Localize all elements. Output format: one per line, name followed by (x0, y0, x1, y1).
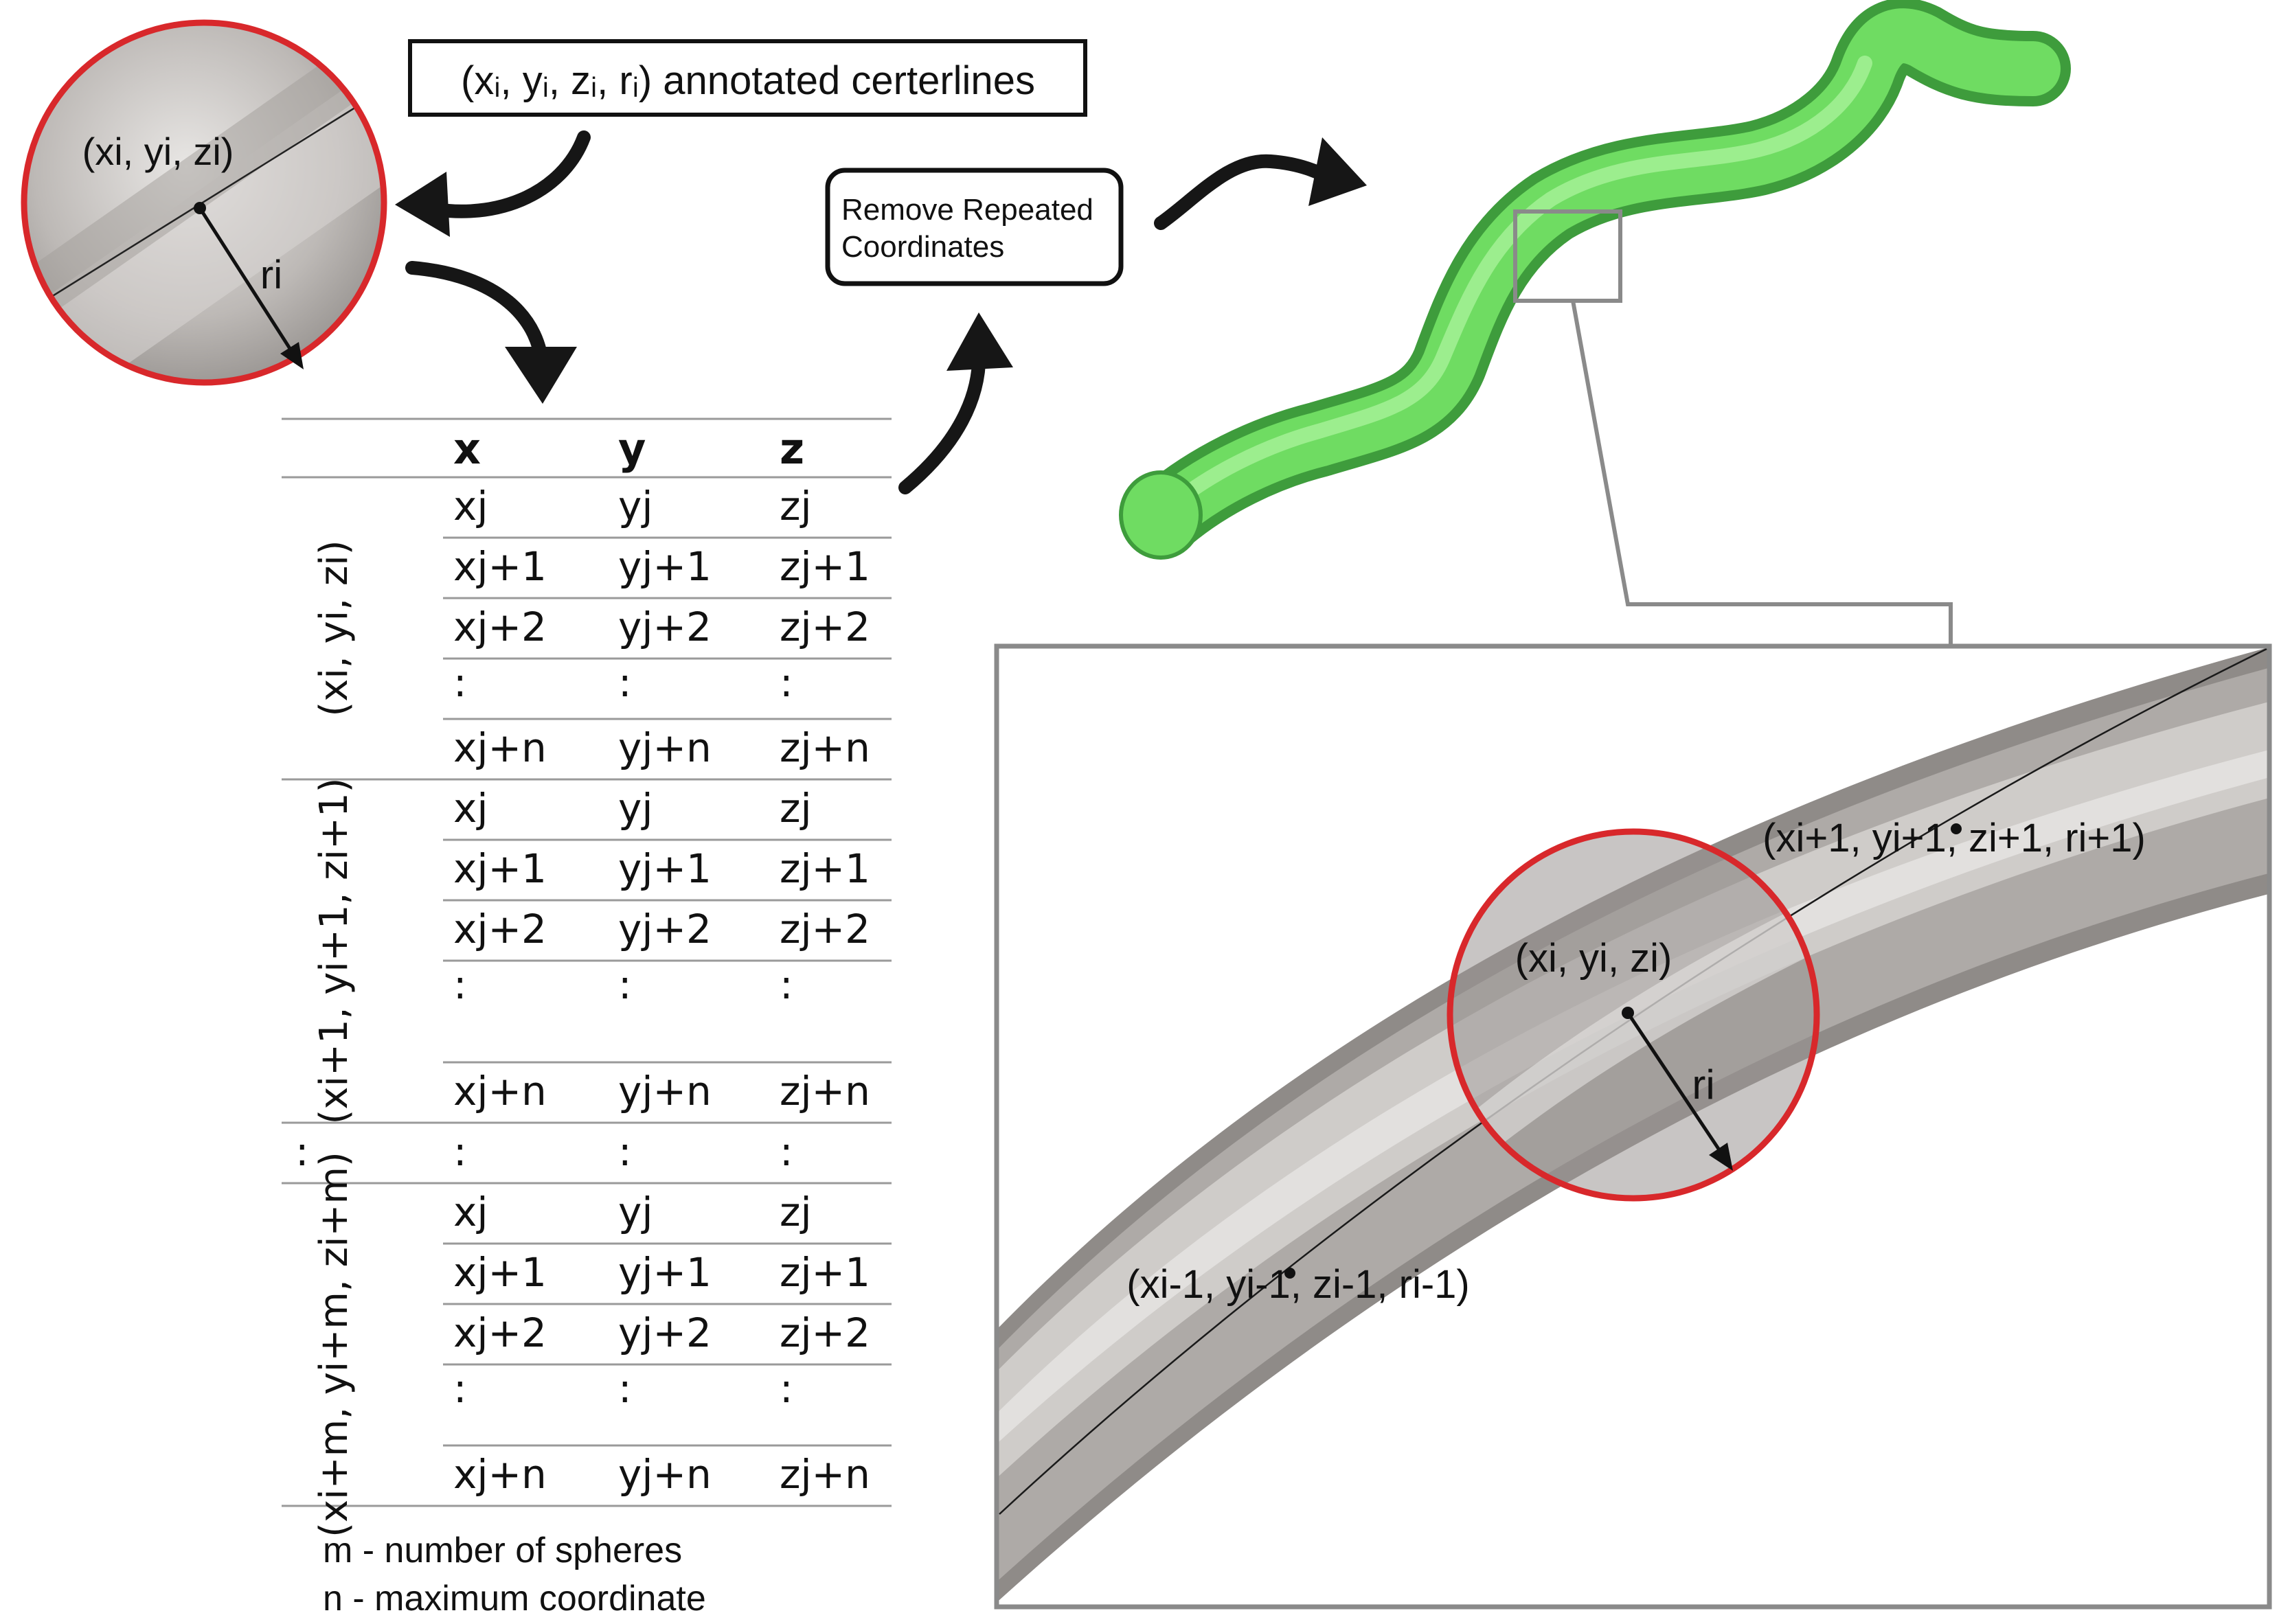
table-cell: : (453, 1365, 467, 1412)
arrow-box-to-circle (395, 130, 591, 237)
table-cell: zj (780, 785, 812, 832)
table-cell: xj+n (453, 1451, 547, 1498)
table-ellipsis-label: : (295, 1128, 309, 1175)
table-cell: : (453, 659, 467, 706)
small-radius-label: ri (260, 253, 282, 297)
arrow-remove-to-vessel (1154, 137, 1367, 230)
legend-m: m - number of spheres (323, 1531, 682, 1570)
annotated-centerlines-box: (xᵢ, yᵢ, zᵢ, rᵢ) annotated certerlines (408, 39, 1087, 117)
table-header-z: z (780, 424, 804, 474)
zoom-source-box (1513, 209, 1622, 303)
table-cell: : (618, 961, 632, 1008)
table-header-x: x (453, 424, 481, 474)
table-cell: xj+2 (453, 1310, 547, 1356)
table-cell: yj+2 (618, 906, 712, 952)
zoom-center-label: (xi, yi, zi) (1515, 936, 1673, 981)
table-header-y: y (618, 424, 646, 474)
table-cell: xj+1 (453, 1249, 547, 1296)
table-cell: : (453, 961, 467, 1008)
table-cell: xj+2 (453, 604, 547, 650)
table-cell: yj (618, 785, 653, 832)
table-cell: : (780, 961, 793, 1008)
table-cell: yj+1 (618, 1249, 712, 1296)
table-cell: yj (618, 483, 653, 529)
zoom-connector (1571, 300, 1953, 645)
zoom-radius-label: ri (1692, 1062, 1714, 1108)
table-cell: yj (618, 1189, 653, 1235)
table-ellipsis-cell: : (453, 1128, 467, 1175)
table-cell: yj+1 (618, 845, 712, 892)
table-cell: zj+1 (780, 1249, 870, 1296)
small-sphere-circle: (xi, yi, zi) ri (21, 19, 387, 386)
zoom-next-label: (xi+1, yi+1, zi+1, ri+1) (1762, 816, 2146, 860)
table-cell: yj+n (618, 1451, 712, 1498)
table-cell: : (618, 1365, 632, 1412)
table-cell: : (618, 659, 632, 706)
table-cell: xj+1 (453, 543, 547, 590)
table-cell: xj (453, 785, 488, 832)
table-ellipsis-cell: : (618, 1128, 632, 1175)
zoom-prev-label: (xi-1, yi-1, zi-1, ri-1) (1126, 1262, 1469, 1307)
table-cell: : (780, 1365, 793, 1412)
zoom-panel: (xi, yi, zi) ri (xi+1, yi+1, zi+1, ri+1)… (994, 643, 2272, 1610)
table-cell: xj (453, 483, 488, 529)
table-cell: zj+n (780, 1068, 870, 1114)
table-cell: xj+1 (453, 845, 547, 892)
table-cell: zj (780, 1189, 812, 1235)
table-cell: yj+n (618, 1068, 712, 1114)
table-cell: yj+2 (618, 604, 712, 650)
table-cell: zj+n (780, 1451, 870, 1498)
table-cell: xj+n (453, 1068, 547, 1114)
table-cell: zj+2 (780, 1310, 870, 1356)
arrow-circle-to-table (405, 261, 577, 404)
next-point (1951, 823, 1962, 834)
arrow-table-to-remove (898, 312, 1013, 494)
remove-repeated-box: Remove Repeated Coordinates (825, 168, 1124, 286)
table-cell: yj+2 (618, 1310, 712, 1356)
table-cell: zj+2 (780, 906, 870, 952)
table-cell: zj+n (780, 724, 870, 771)
table-group-label: (xi+m, yi+m, zi+m) (312, 1152, 356, 1537)
remove-line2: Coordinates (841, 230, 1004, 264)
table-cell: yj+n (618, 724, 712, 771)
annotated-centerlines-label: (xᵢ, yᵢ, zᵢ, rᵢ) annotated certerlines (461, 58, 1035, 103)
table-cell: zj (780, 483, 812, 529)
table-group-label: (xi, yi, zi) (312, 540, 356, 716)
small-center-label: (xi, yi, zi) (82, 130, 234, 173)
table-cell: yj+1 (618, 543, 712, 590)
table-cell: zj+2 (780, 604, 870, 650)
vessel-3d-model (1119, 0, 2071, 560)
prev-point (1284, 1268, 1295, 1279)
remove-line1: Remove Repeated (841, 193, 1093, 227)
table-cell: xj+n (453, 724, 547, 771)
table-group-label: (xi+1, yi+1, zi+1) (312, 778, 356, 1125)
table-cell: : (780, 659, 793, 706)
table-cell: zj+1 (780, 845, 870, 892)
table-cell: xj (453, 1189, 488, 1235)
table-cell: xj+2 (453, 906, 547, 952)
table-ellipsis-cell: : (780, 1128, 793, 1175)
table-cell: zj+1 (780, 543, 870, 590)
legend-n: n - maximum coordinate (323, 1579, 706, 1619)
